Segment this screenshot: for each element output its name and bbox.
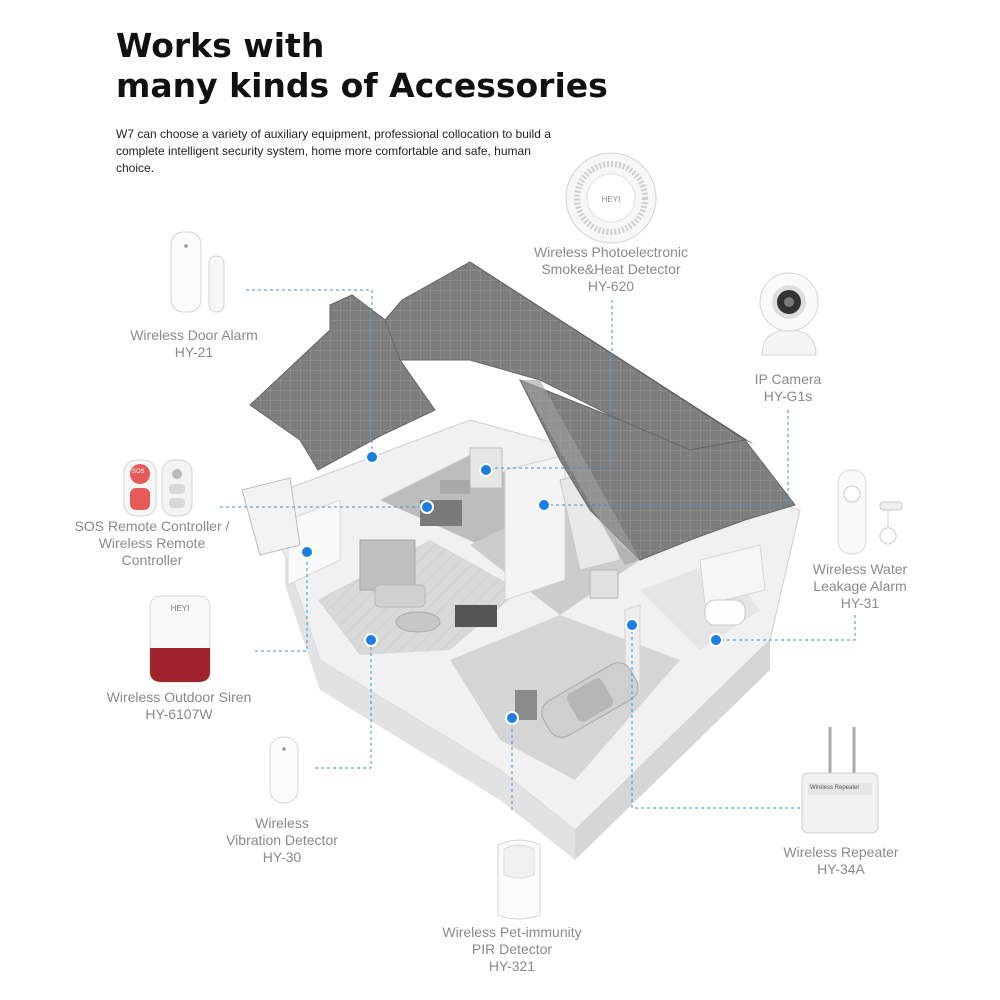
ip-camera-label: IP Camera HY-G1s: [722, 371, 854, 405]
repeater-model: HY-34A: [817, 861, 865, 877]
title-line-1: Works with: [116, 26, 325, 65]
vibration-name-line2: Vibration Detector: [226, 832, 338, 848]
door-alarm-label: Wireless Door Alarm HY-21: [108, 327, 280, 361]
smoke-detector-image: HEYI: [565, 152, 657, 244]
bathtub: [704, 599, 746, 626]
roof-right: [518, 379, 796, 561]
page-title: Works with many kinds of Accessories: [116, 26, 608, 106]
sos-button-label: SOS: [132, 469, 145, 475]
repeater-graphic: [801, 727, 879, 834]
pir-detector-image: [497, 839, 541, 920]
gazebo: [241, 477, 301, 556]
ip-camera-image: [759, 272, 819, 356]
sos-remote-dot: [420, 500, 434, 514]
door-model: HY-21: [174, 344, 214, 360]
smoke-connector: [486, 300, 613, 469]
tv-stand: [455, 605, 497, 627]
kitchen-counter: [440, 480, 470, 494]
vibration-connector: [315, 640, 372, 769]
repeater-label: Wireless Repeater HY-34A: [764, 844, 918, 878]
repeater-image: Wireless Repeater: [800, 725, 882, 835]
vibration-detector-image: [269, 736, 299, 804]
washing-machine: [589, 569, 619, 599]
sofa: [374, 584, 426, 608]
sos-remote-label: SOS Remote Controller / Wireless Remote …: [56, 518, 248, 569]
siren-model: HY-6107W: [145, 706, 213, 722]
water-model: HY-31: [840, 595, 880, 611]
sos-name-line3: Controller: [121, 552, 183, 568]
water-leakage-image: [837, 469, 903, 555]
wall-bath: [699, 544, 766, 606]
pir-name-line2: PIR Detector: [471, 941, 553, 957]
water-name-line2: Leakage Alarm: [813, 578, 907, 594]
door-sensor-dot: [365, 450, 379, 464]
vibration-detector-label: Wireless Vibration Detector HY-30: [202, 815, 362, 866]
pir-detector-label: Wireless Pet-immunity PIR Detector HY-32…: [418, 924, 606, 975]
pir-model: HY-321: [488, 958, 536, 974]
car: [541, 662, 639, 738]
siren-graphic: [149, 595, 211, 683]
siren-name: Wireless Outdoor Siren: [106, 689, 252, 705]
house-foundation: [285, 555, 575, 860]
sos-name-line2: Wireless Remote: [98, 535, 206, 551]
vibration-name-line1: Wireless: [255, 815, 309, 831]
pir-detector-dot: [505, 711, 519, 725]
door-connector: [246, 289, 373, 455]
outdoor-siren-image: HEYI: [148, 594, 212, 684]
smoke-name-line1: Wireless Photoelectronic: [533, 244, 689, 260]
roof-edge-top: [470, 262, 755, 445]
smoke-name-line2: Smoke&Heat Detector: [541, 261, 681, 277]
outdoor-siren-label: Wireless Outdoor Siren HY-6107W: [80, 689, 278, 723]
smoke-brand-text: HEYI: [602, 195, 621, 204]
title-line-2: many kinds of Accessories: [116, 66, 608, 105]
water-leakage-label: Wireless Water Leakage Alarm HY-31: [800, 561, 920, 612]
siren-brand-text: HEYI: [170, 604, 190, 613]
door-alarm-image: [170, 231, 225, 313]
garage-cabinet: [515, 690, 537, 720]
camera-connector: [544, 410, 789, 506]
sos-remote-image: SOS: [122, 458, 194, 518]
vibration-detector-dot: [364, 633, 378, 647]
camera-dot: [537, 498, 551, 512]
repeater-name: Wireless Repeater: [783, 844, 899, 860]
sos-name-line1: SOS Remote Controller /: [74, 518, 230, 534]
wall-center: [504, 454, 566, 601]
pir-name-line1: Wireless Pet-immunity: [442, 924, 582, 940]
water-sensor-dot: [709, 633, 723, 647]
siren-dot: [300, 545, 314, 559]
page-description: W7 can choose a variety of auxiliary equ…: [116, 127, 551, 175]
door-name: Wireless Door Alarm: [130, 327, 258, 343]
repeater-dot: [625, 618, 639, 632]
repeater-panel-label: Wireless Repeater: [810, 785, 860, 791]
water-name-line1: Wireless Water: [812, 561, 908, 577]
smoke-model: HY-620: [587, 278, 635, 294]
camera-name: IP Camera: [754, 371, 822, 387]
room-shelf: [359, 539, 416, 591]
repeater-connector: [631, 625, 800, 809]
sos-remote-graphic: [123, 459, 193, 517]
house-foundation-right: [575, 640, 770, 860]
smoke-detector-label: Wireless Photoelectronic Smoke&Heat Dete…: [500, 244, 722, 295]
vibration-model: HY-30: [262, 849, 302, 865]
water-connector: [716, 615, 856, 641]
roof-valley: [520, 380, 640, 565]
camera-model: HY-G1s: [763, 388, 813, 404]
smoke-detector-dot: [479, 463, 493, 477]
coffee-table: [395, 611, 441, 633]
